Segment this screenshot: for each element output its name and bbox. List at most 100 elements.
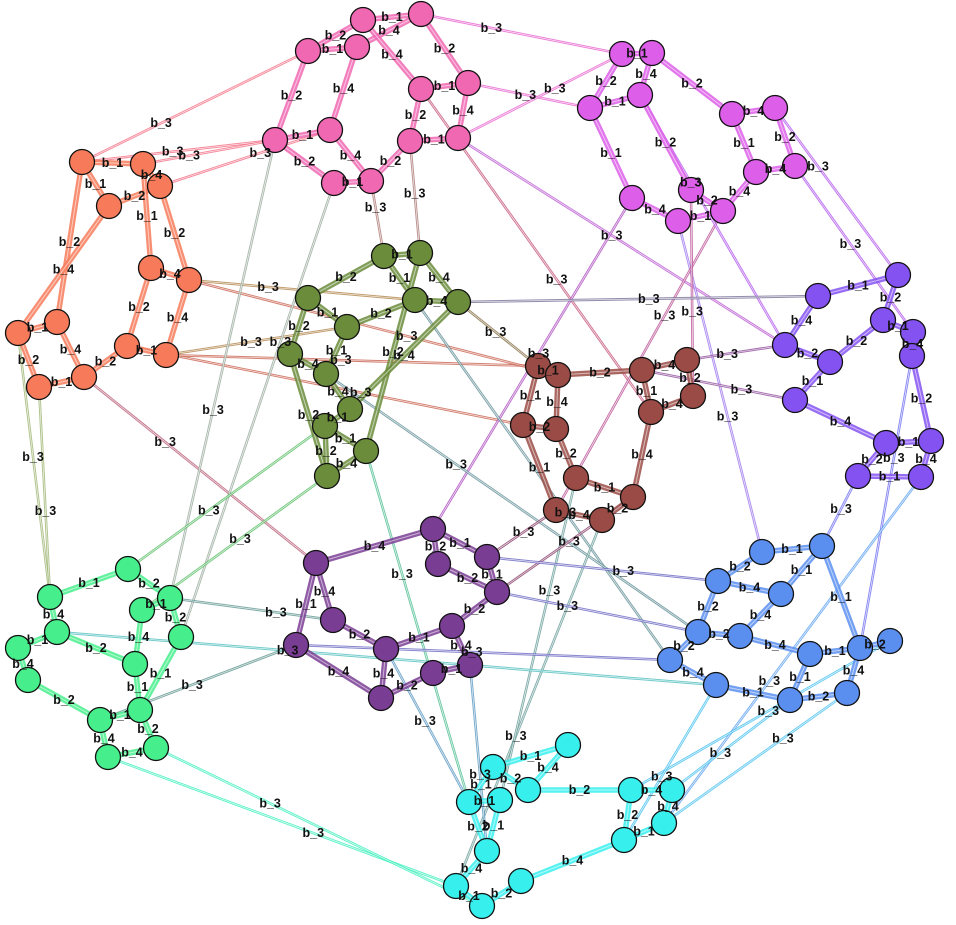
node-cyan-11[interactable]	[507, 867, 535, 895]
node-green-10[interactable]	[126, 696, 154, 724]
node-purple-4[interactable]	[483, 578, 511, 606]
node-orange-3[interactable]	[129, 150, 157, 178]
node-purple-6[interactable]	[282, 631, 310, 659]
node-orange-9[interactable]	[70, 363, 98, 391]
node-brown-11[interactable]	[619, 483, 647, 511]
node-violet-0[interactable]	[804, 282, 832, 310]
node-cyan-6[interactable]	[486, 786, 514, 814]
node-orange-11[interactable]	[152, 341, 180, 369]
node-blue-6[interactable]	[796, 640, 824, 668]
node-pink-10[interactable]	[396, 127, 424, 155]
node-green-9[interactable]	[86, 706, 114, 734]
node-green-11[interactable]	[94, 743, 122, 771]
node-violet-4[interactable]	[771, 331, 799, 359]
node-blue-2[interactable]	[704, 567, 732, 595]
node-pink-9[interactable]	[357, 167, 385, 195]
node-purple-8[interactable]	[438, 612, 466, 640]
node-brown-7[interactable]	[679, 382, 707, 410]
node-purple-9[interactable]	[456, 651, 484, 679]
node-magenta-9[interactable]	[664, 207, 692, 235]
node-blue-11[interactable]	[833, 679, 861, 707]
node-pink-5[interactable]	[316, 116, 344, 144]
node-brown-6[interactable]	[637, 398, 665, 426]
node-magenta-4[interactable]	[718, 100, 746, 128]
node-magenta-6[interactable]	[742, 158, 770, 186]
node-olive-6[interactable]	[276, 340, 304, 368]
node-blue-3[interactable]	[767, 580, 795, 608]
node-blue-7[interactable]	[846, 634, 874, 662]
node-purple-1[interactable]	[473, 543, 501, 571]
node-blue-10[interactable]	[776, 686, 804, 714]
node-orange-1[interactable]	[95, 192, 123, 220]
node-magenta-0[interactable]	[608, 40, 636, 68]
node-pink-4[interactable]	[261, 126, 289, 154]
node-purple-10[interactable]	[367, 684, 395, 712]
node-brown-5[interactable]	[542, 415, 570, 443]
node-brown-9[interactable]	[562, 464, 590, 492]
node-cyan-4[interactable]	[617, 776, 645, 804]
node-magenta-3[interactable]	[626, 81, 654, 109]
node-olive-3[interactable]	[333, 313, 361, 341]
node-brown-2[interactable]	[628, 356, 656, 384]
node-violet-6[interactable]	[898, 342, 926, 370]
node-orange-4[interactable]	[4, 319, 32, 347]
node-olive-4[interactable]	[401, 286, 429, 314]
node-orange-5[interactable]	[43, 308, 71, 336]
node-purple-0[interactable]	[419, 515, 447, 543]
node-cyan-2[interactable]	[514, 776, 542, 804]
node-cyan-12[interactable]	[473, 837, 501, 865]
node-violet-2[interactable]	[869, 306, 897, 334]
node-green-12[interactable]	[142, 734, 170, 762]
node-orange-7[interactable]	[175, 266, 203, 294]
node-cyan-7[interactable]	[610, 826, 638, 854]
node-pink-1[interactable]	[407, 0, 435, 28]
node-purple-3[interactable]	[302, 549, 330, 577]
node-olive-2[interactable]	[294, 284, 322, 312]
node-green-5[interactable]	[4, 634, 32, 662]
node-blue-8[interactable]	[656, 646, 684, 674]
node-violet-10[interactable]	[844, 462, 872, 490]
node-brown-10[interactable]	[588, 506, 616, 534]
node-pink-2[interactable]	[294, 37, 322, 65]
node-cyan-1[interactable]	[479, 753, 507, 781]
node-olive-5[interactable]	[444, 288, 472, 316]
node-magenta-10[interactable]	[709, 197, 737, 225]
node-purple-11[interactable]	[419, 659, 447, 687]
node-pink-3[interactable]	[343, 33, 371, 61]
node-cyan-3[interactable]	[455, 788, 483, 816]
node-green-0[interactable]	[114, 555, 142, 583]
node-violet-5[interactable]	[816, 348, 844, 376]
node-violet-9[interactable]	[917, 427, 945, 455]
node-olive-8[interactable]	[311, 412, 339, 440]
node-brown-1[interactable]	[544, 361, 572, 389]
node-olive-10[interactable]	[313, 462, 341, 490]
node-pink-7[interactable]	[454, 69, 482, 97]
node-cyan-0[interactable]	[554, 731, 582, 759]
node-green-1[interactable]	[36, 583, 64, 611]
node-violet-7[interactable]	[781, 386, 809, 414]
node-magenta-2[interactable]	[576, 94, 604, 122]
node-purple-7[interactable]	[372, 635, 400, 663]
node-orange-6[interactable]	[137, 254, 165, 282]
node-cyan-9[interactable]	[442, 872, 470, 900]
node-magenta-1[interactable]	[638, 39, 666, 67]
node-cyan-10[interactable]	[468, 892, 496, 920]
node-green-8[interactable]	[14, 666, 42, 694]
node-olive-11[interactable]	[352, 437, 380, 465]
node-orange-10[interactable]	[113, 332, 141, 360]
node-blue-5[interactable]	[726, 622, 754, 650]
node-orange-0[interactable]	[68, 148, 96, 176]
node-pink-6[interactable]	[407, 75, 435, 103]
node-violet-11[interactable]	[907, 463, 935, 491]
node-olive-7[interactable]	[312, 360, 340, 388]
node-brown-8[interactable]	[542, 496, 570, 524]
node-magenta-8[interactable]	[618, 184, 646, 212]
node-blue-9[interactable]	[702, 671, 730, 699]
node-olive-1[interactable]	[406, 239, 434, 267]
node-blue-0[interactable]	[748, 538, 776, 566]
node-brown-3[interactable]	[673, 346, 701, 374]
node-magenta-7[interactable]	[781, 152, 809, 180]
node-blue-4[interactable]	[684, 618, 712, 646]
node-olive-0[interactable]	[370, 242, 398, 270]
node-green-2[interactable]	[156, 584, 184, 612]
